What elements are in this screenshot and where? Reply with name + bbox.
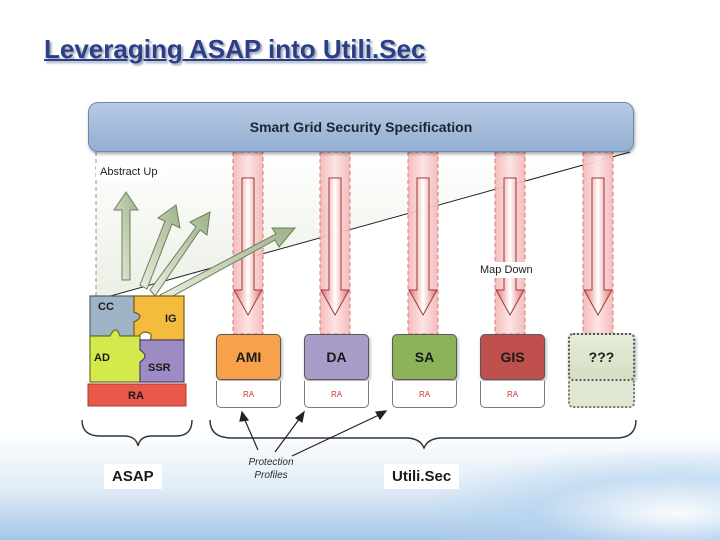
- module-gis-label: GIS: [500, 349, 525, 365]
- module-sa-ra: RA: [392, 381, 457, 408]
- module-ami-ra: RA: [216, 381, 281, 408]
- smart-grid-spec-bar: Smart Grid Security Specification: [88, 102, 634, 152]
- background-water-splash: [430, 450, 720, 540]
- puzzle-piece-ig: IG: [165, 313, 177, 325]
- module-da: DA: [304, 334, 369, 380]
- puzzle-piece-ssr: SSR: [148, 362, 171, 374]
- asap-brace: [81, 419, 193, 447]
- module-da-label: DA: [326, 349, 347, 365]
- puzzle-piece-cc: CC: [98, 301, 114, 313]
- utilisec-brace: [209, 419, 637, 450]
- module-sa-label: SA: [414, 349, 435, 365]
- slide-title: Leveraging ASAP into Utili.Sec: [44, 34, 426, 64]
- protection-profiles-line2: Profiles: [254, 470, 288, 481]
- spec-bar-label: Smart Grid Security Specification: [249, 119, 473, 135]
- map-down-arrows: [233, 177, 613, 317]
- abstract-up-label: Abstract Up: [96, 164, 162, 180]
- module-gis-ra: RA: [480, 381, 545, 408]
- protection-profile-arrows: [239, 410, 388, 457]
- protection-profiles-line1: Protection: [248, 457, 294, 468]
- module-ami-label: AMI: [235, 349, 262, 365]
- asap-caption: ASAP: [104, 464, 162, 489]
- abstraction-divider-line: [95, 151, 631, 301]
- puzzle-piece-ad: AD: [94, 352, 110, 364]
- module-unknown: ???: [568, 333, 635, 381]
- module-sa: SA: [392, 334, 457, 380]
- map-down-label: Map Down: [476, 262, 537, 278]
- puzzle-base-ra: RA: [128, 390, 144, 402]
- module-da-ra: RA: [304, 381, 369, 408]
- utilisec-caption: Utili.Sec: [384, 464, 460, 489]
- module-gis: GIS: [480, 334, 545, 380]
- module-unknown-ra: [568, 381, 635, 408]
- abstract-up-arrows: [113, 191, 297, 302]
- protection-profiles-label: Protection Profiles: [238, 456, 304, 482]
- module-unknown-label: ???: [588, 349, 615, 365]
- asap-puzzle: CC IG AD SSR RA: [87, 295, 187, 407]
- module-ami: AMI: [216, 334, 281, 380]
